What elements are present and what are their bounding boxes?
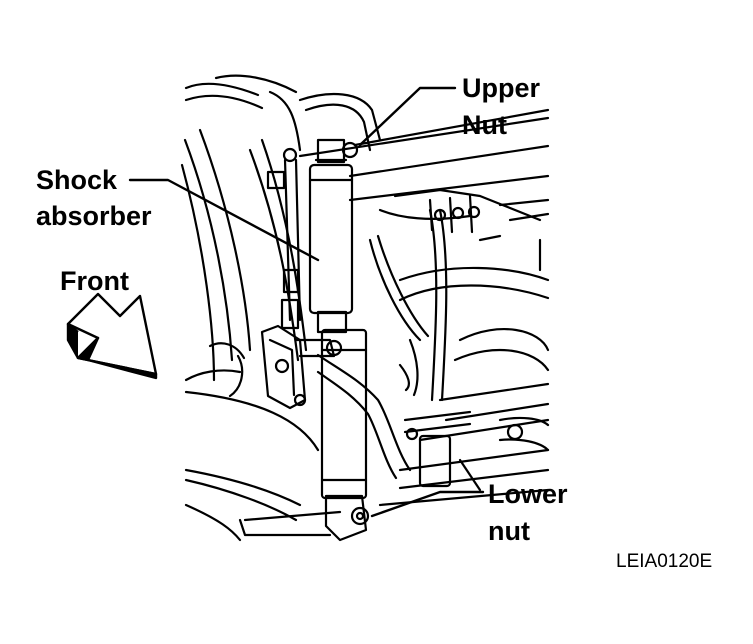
lower-nut-label-line1: Lower (488, 479, 568, 509)
stabilizer-link (266, 147, 302, 330)
shock-absorber-body (308, 138, 370, 542)
shock-absorber-label-line1: Shock (36, 165, 118, 195)
lower-arm (238, 353, 550, 537)
lower-bracket (403, 410, 482, 492)
front-label: Front (60, 266, 129, 296)
leader-lines (128, 86, 485, 518)
front-arrow (66, 292, 158, 380)
figure-code: LEIA0120E (616, 551, 713, 572)
mount-bracket (260, 324, 343, 410)
vehicle-body-outline (180, 74, 320, 542)
lower-nut-label-line2: nut (488, 516, 530, 546)
upper-frame (298, 108, 550, 272)
wheel-hub (398, 266, 550, 372)
upper-nut-label-line1: Upper (462, 73, 541, 103)
upper-nut-label-line2: Nut (462, 110, 507, 140)
shock-absorber-label-line2: absorber (36, 201, 152, 231)
brake-lines (268, 90, 448, 402)
